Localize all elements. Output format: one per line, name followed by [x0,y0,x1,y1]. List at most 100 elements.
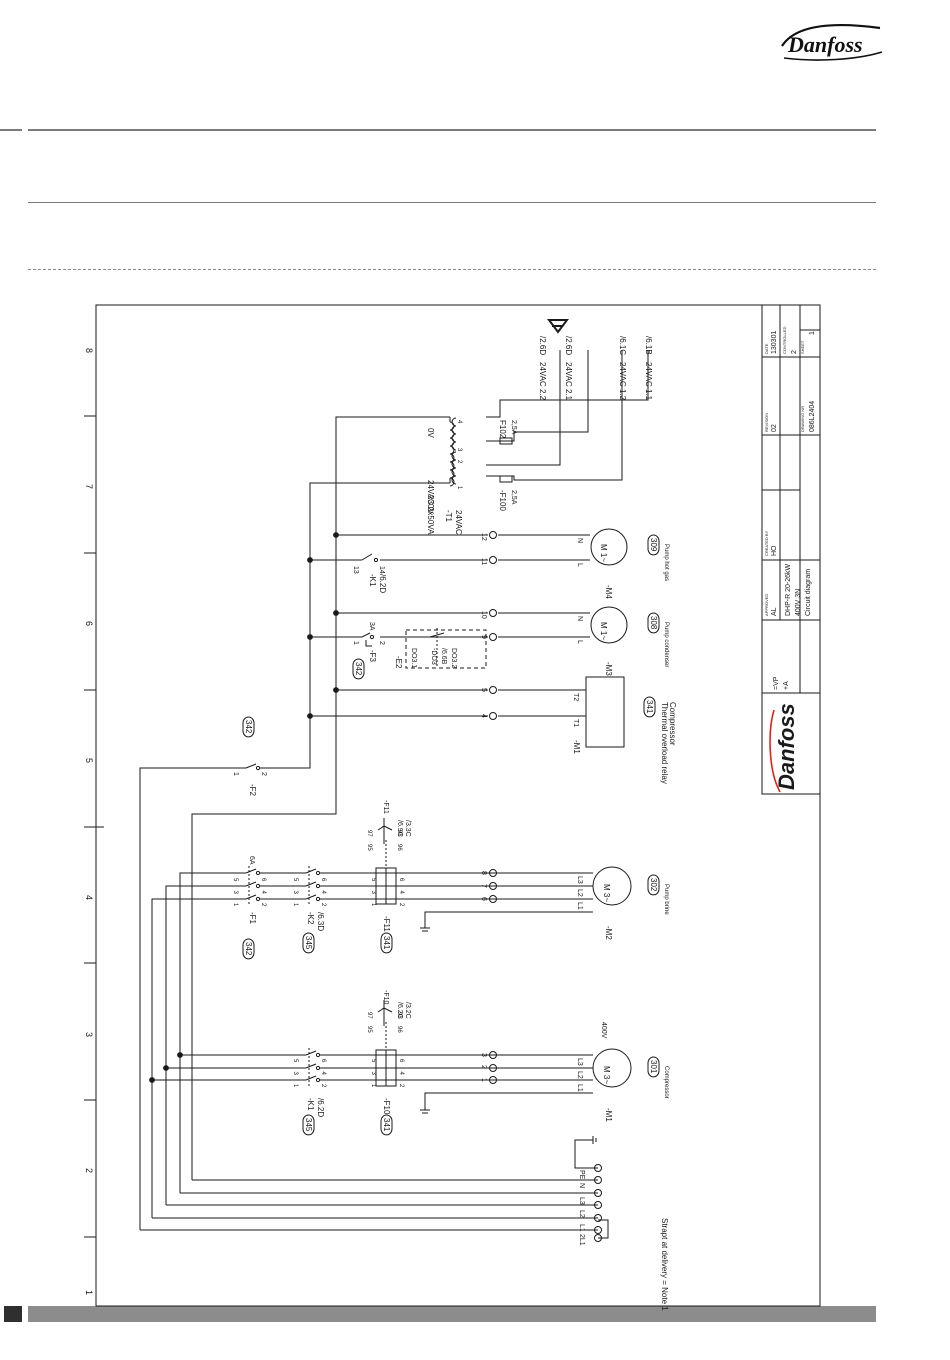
tb-label: SHEET [800,340,805,354]
overload-f10 [372,1000,400,1087]
compressor-power-wires [320,1054,593,1114]
pin-number: 6 [320,1059,326,1063]
phase-label: L3 [576,1058,583,1066]
pin-number: 4 [398,891,404,895]
overload-xref: /3.3C [404,820,411,837]
terminal-label: PE [578,1170,585,1180]
terminal-number: 6 [480,897,487,901]
control-terminal-circles [489,531,497,1084]
header-rule [28,129,876,131]
pin-number: 5 [370,878,376,882]
terminal-number: 8 [480,871,487,875]
tb-product: 400V 3N [795,589,802,616]
dashed-rule [28,269,876,270]
pin-number: 95 [366,844,372,851]
transformer-rating: 24VAC 2x50VA [426,480,435,535]
supply-wires [139,416,609,1239]
overload-relay-box [585,676,625,748]
tb-label: CONTROLLED [782,327,787,354]
output-label: 24VAC 1.2 [618,362,627,401]
motor-tag: -M3 [604,662,613,676]
terminal-number: 5 [480,688,487,692]
contact-xref: /6.2D [378,574,387,593]
output-xref: /6.1C [618,336,627,355]
contactor-k2 [296,866,321,906]
pin-number: 97 [366,830,372,837]
breaker-ref: 342 [244,942,253,956]
pin-number: 1 [232,903,238,907]
pin-number: 2 [320,1084,326,1088]
phase-label: L1 [576,902,583,910]
pin-number: 2 [260,772,267,776]
motor-circles [590,528,632,1088]
grid-ruler [84,415,104,1238]
contact-k1-aux [361,553,379,563]
overload-xref: /3.2C [404,1002,411,1019]
overload-ref-frame [380,932,393,954]
tb-approved: AL [771,607,778,616]
pin-number: 3 [292,891,298,895]
pin-number: DO3.2 [450,648,457,668]
terminal-number: 12 [480,533,487,541]
output-label: 24VAC 2.2 [538,362,547,401]
fuse-tag: F102 [498,420,507,439]
svg-text:Danfoss: Danfoss [774,703,799,790]
pin-number: 95 [366,1026,372,1033]
overload-ref: 341 [382,1118,391,1132]
fuse-rating: 2,5A [510,490,517,505]
contactor-xref: /6.3D [316,912,325,931]
pin-number: 2 [398,1084,404,1088]
overload-f11 [372,818,400,905]
motor-ref-frame [647,1056,660,1078]
contactor-tag: -K2 [306,912,315,925]
pin-number: 1 [232,772,239,776]
winding-number: 4 [456,420,462,424]
pin-number: 2 [378,641,385,645]
svg-text:Danfoss: Danfoss [787,32,863,57]
header-rule-stub [0,129,22,131]
terminal-label: L2 [578,1210,585,1218]
tb-product: DHP-R 20-26kW [785,563,792,616]
phase-label: L2 [576,889,583,897]
title-block [761,304,821,795]
tb-revision: 02 [771,424,778,432]
terminal-number: 4 [480,714,487,718]
breaker-tag: -F3 [368,650,377,663]
terminal-number: 9 [480,635,487,639]
pin-number: 2 [398,903,404,907]
contactor-ref-frame [302,1114,315,1136]
winding-number: 1 [456,486,462,490]
breaker-ref: 342 [354,662,363,676]
winding-number: 3 [456,448,462,452]
pin-number: 98 [396,830,402,837]
motor-tag: -M1 [604,1108,613,1122]
output-xref: /6.1B [644,336,653,355]
relay-terminal: T1 [572,719,579,727]
overload-ref-frame [380,1114,393,1136]
motor-symbol: M 3~ [602,1066,611,1084]
motor-ref: 301 [649,1060,658,1074]
relay-e2-xref: /6.6B [440,648,447,665]
breaker-ref-frame [242,938,255,960]
danfoss-logo-header: Danfoss [781,24,883,61]
breaker-rating: 3A [368,622,375,631]
contact-tag: -K1 [368,574,377,587]
relay-label: Compressor [668,702,677,746]
pin-number: 14 [378,566,385,574]
relay-e2-tag: -E2 [394,656,403,669]
pin-number: 4 [320,1072,326,1076]
motor-ref-frame [647,874,660,896]
breaker-tag: -F2 [248,784,257,797]
output-xref: /2.6D [538,336,547,355]
relay-e2-sub: -DO3 [430,648,437,665]
motor-symbol: M 1~ [599,622,608,640]
pin-number: 13 [352,566,359,574]
contactor-k1 [296,1048,321,1088]
terminal-number: 3 [480,1053,487,1057]
phase-label: N [576,616,583,621]
motor-tag: -M4 [604,585,613,599]
relay-terminal: T2 [572,693,579,701]
terminal-label: N [578,1183,585,1188]
breaker-f1 [236,866,261,906]
